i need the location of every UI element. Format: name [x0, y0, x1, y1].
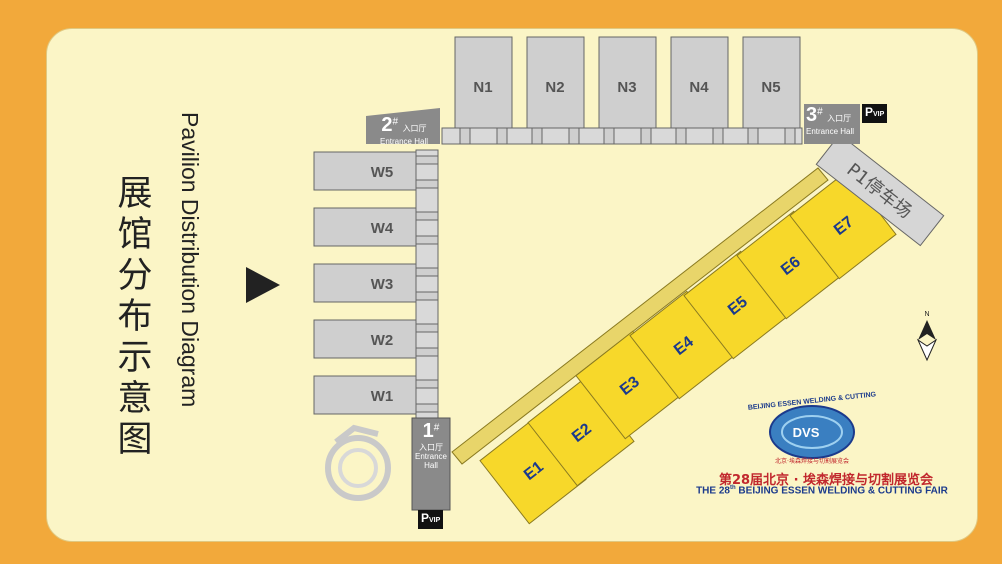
- entrance-num: 3: [806, 104, 818, 126]
- hall-label: W1: [371, 388, 394, 405]
- entrance-en: Entrance Hall: [379, 137, 429, 146]
- hall-n4[interactable]: N4: [670, 36, 729, 145]
- compass-label: N: [924, 311, 929, 318]
- entrance-cn: 入口厅: [419, 443, 443, 452]
- hall-label: N1: [473, 79, 492, 96]
- parking-p1[interactable]: P1停车场: [815, 133, 945, 247]
- map-title-cn: 展馆分布示意图: [117, 174, 153, 460]
- east-corridor: [451, 167, 829, 465]
- hall-label: N2: [545, 79, 564, 96]
- hall-label: W3: [371, 276, 394, 293]
- hall-n5[interactable]: N5: [742, 36, 801, 145]
- fair-name-cn: 第28届北京 · 埃森焊接与切割展览会: [718, 473, 934, 488]
- fair-name-en: THE 28th BEIJING ESSEN WELDING & CUTTING…: [672, 485, 972, 496]
- entrance-1[interactable]: 1# 入口厅 Entrance Hall: [412, 420, 450, 470]
- entrance-en: Entrance Hall: [806, 127, 855, 136]
- logo-cn-text: 北京·埃森焊接与切割展览会: [775, 458, 849, 465]
- hall-e2[interactable]: E2: [527, 377, 635, 487]
- parking-vip-badge[interactable]: PVIP: [862, 104, 888, 123]
- entrance-cn: 入口厅: [827, 114, 852, 123]
- sculpture-icon: [325, 424, 391, 501]
- entrance-sup: #: [392, 116, 399, 128]
- badge-sub: VIP: [873, 111, 885, 118]
- entrance-3-block: [804, 104, 860, 144]
- logo-mark: DVS: [793, 425, 820, 440]
- entrance-en: Entrance Hall: [414, 452, 448, 470]
- badge-main: P: [421, 511, 430, 525]
- hall-w2[interactable]: W2: [313, 319, 439, 359]
- hall-w5[interactable]: W5: [313, 151, 439, 191]
- entrance-3[interactable]: 3# 入口厅 Entrance Hall: [804, 104, 862, 136]
- hall-label: N5: [761, 79, 780, 96]
- hall-n3[interactable]: N3: [598, 36, 657, 145]
- hall-w1[interactable]: W1: [313, 375, 439, 415]
- entrance-2-block: [366, 108, 440, 144]
- hall-e3[interactable]: E3: [575, 330, 683, 440]
- entrance-num: 1: [422, 420, 434, 442]
- hall-n1[interactable]: N1: [454, 36, 513, 145]
- map-title-en: Pavilion Distribution Diagram: [177, 112, 203, 408]
- fair-name-en-sup: th: [729, 485, 736, 491]
- fair-name-en-post: BEIJING ESSEN WELDING & CUTTING FAIR: [735, 485, 948, 497]
- entrance-1-block: [411, 417, 451, 511]
- hall-e7[interactable]: E7: [789, 170, 897, 280]
- hall-label: N3: [617, 79, 636, 96]
- hall-w4[interactable]: W4: [313, 207, 439, 247]
- pointer-arrow-icon: [246, 267, 280, 303]
- badge-sub: VIP: [429, 517, 441, 524]
- badge-main: P: [865, 105, 874, 119]
- hall-label: W4: [371, 220, 394, 237]
- hall-w3[interactable]: W3: [313, 263, 439, 303]
- entrance-sup: #: [433, 422, 440, 434]
- entrance-num: 2: [381, 114, 393, 136]
- north-compass-icon: N: [916, 311, 938, 362]
- fair-name-en-pre: THE 28: [696, 485, 730, 497]
- hall-label: N4: [689, 79, 709, 96]
- parking-vip-badge-2[interactable]: PVIP: [418, 510, 444, 529]
- entrance-2[interactable]: 2# 入口厅 Entrance Hall: [368, 114, 440, 146]
- fair-logo: DVS: [769, 405, 855, 459]
- entrance-sup: #: [817, 106, 823, 118]
- hall-label: W2: [371, 332, 394, 349]
- entrance-cn: 入口厅: [402, 124, 427, 133]
- hall-n2[interactable]: N2: [526, 36, 585, 145]
- hall-label: W5: [371, 164, 394, 181]
